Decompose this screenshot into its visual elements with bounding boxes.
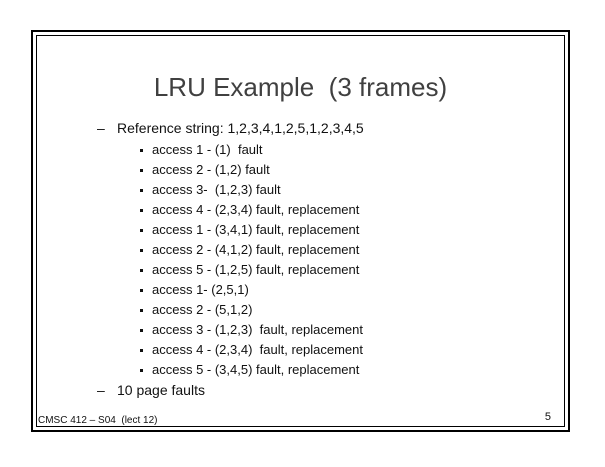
bullet-square-icon <box>140 349 143 352</box>
page-faults-bullet: – 10 page faults <box>97 382 205 398</box>
bullet-square-icon <box>140 269 143 272</box>
access-text: access 3- (1,2,3) fault <box>152 182 281 197</box>
access-text: access 2 - (1,2) fault <box>152 162 270 177</box>
bullet-square-icon <box>140 229 143 232</box>
access-text: access 4 - (2,3,4) fault, replacement <box>152 342 363 357</box>
bullet-square-icon <box>140 369 143 372</box>
access-list-item: access 2 - (5,1,2) <box>140 302 363 322</box>
access-text: access 1 - (1) fault <box>152 142 263 157</box>
access-list-item: access 1 - (3,4,1) fault, replacement <box>140 222 363 242</box>
dash-marker: – <box>97 382 105 398</box>
page-number: 5 <box>544 411 551 423</box>
access-text: access 4 - (2,3,4) fault, replacement <box>152 202 360 217</box>
bullet-square-icon <box>140 149 143 152</box>
access-list-item: access 2 - (4,1,2) fault, replacement <box>140 242 363 262</box>
bullet-square-icon <box>140 329 143 332</box>
access-text: access 5 - (3,4,5) fault, replacement <box>152 362 360 377</box>
access-text: access 3 - (1,2,3) fault, replacement <box>152 322 363 337</box>
access-text: access 2 - (5,1,2) <box>152 302 253 317</box>
bullet-square-icon <box>140 289 143 292</box>
footer-text: CMSC 412 – S04 (lect 12) <box>38 415 158 426</box>
reference-string-text: Reference string: 1,2,3,4,1,2,5,1,2,3,4,… <box>117 120 364 136</box>
access-text: access 1 - (3,4,1) fault, replacement <box>152 222 360 237</box>
bullet-square-icon <box>140 189 143 192</box>
access-text: access 5 - (1,2,5) fault, replacement <box>152 262 360 277</box>
dash-marker: – <box>97 120 105 136</box>
slide-title: LRU Example (3 frames) <box>153 72 448 102</box>
access-list-item: access 3- (1,2,3) fault <box>140 182 363 202</box>
access-list-item: access 2 - (1,2) fault <box>140 162 363 182</box>
access-text: access 1- (2,5,1) <box>152 282 249 297</box>
access-list-item: access 1 - (1) fault <box>140 142 363 162</box>
access-list-item: access 1- (2,5,1) <box>140 282 363 302</box>
access-list-item: access 4 - (2,3,4) fault, replacement <box>140 202 363 222</box>
page-faults-text: 10 page faults <box>117 382 205 398</box>
access-list-item: access 5 - (3,4,5) fault, replacement <box>140 362 363 382</box>
access-list-item: access 3 - (1,2,3) fault, replacement <box>140 322 363 342</box>
bullet-square-icon <box>140 249 143 252</box>
reference-string-bullet: – Reference string: 1,2,3,4,1,2,5,1,2,3,… <box>97 120 364 136</box>
bullet-square-icon <box>140 309 143 312</box>
access-text: access 2 - (4,1,2) fault, replacement <box>152 242 360 257</box>
bullet-square-icon <box>140 169 143 172</box>
slide-outer-border: LRU Example (3 frames) – Reference strin… <box>31 30 570 432</box>
slide-inner-border <box>36 35 565 427</box>
access-list-item: access 5 - (1,2,5) fault, replacement <box>140 262 363 282</box>
access-list: access 1 - (1) fault access 2 - (1,2) fa… <box>140 142 363 382</box>
access-list-item: access 4 - (2,3,4) fault, replacement <box>140 342 363 362</box>
bullet-square-icon <box>140 209 143 212</box>
